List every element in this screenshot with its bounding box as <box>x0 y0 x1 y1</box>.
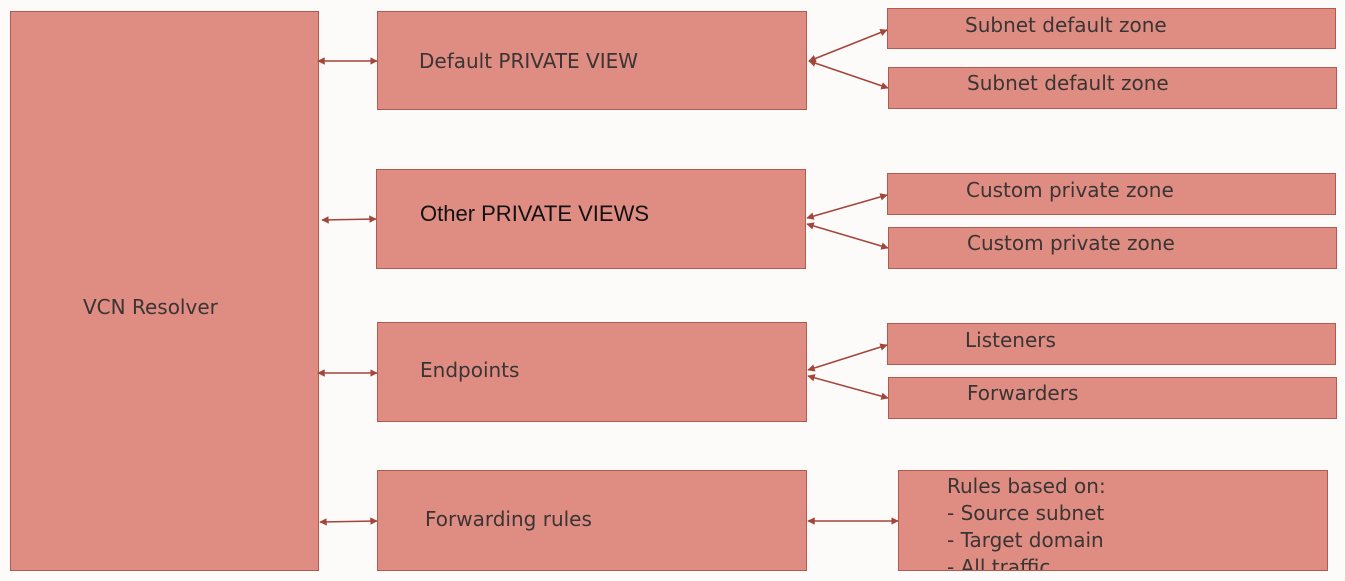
subnet-default-zone-box-2: Subnet default zone <box>888 67 1337 109</box>
subnet-default-zone-label-1: Subnet default zone <box>965 13 1167 37</box>
forwarding-rules-box: Forwarding rules <box>377 470 807 571</box>
arrow-other-views-custom-1 <box>806 193 888 220</box>
rules-item-target-domain: - Target domain <box>947 528 1104 552</box>
custom-private-zone-label-1: Custom private zone <box>966 178 1174 202</box>
vcn-resolver-box: VCN Resolver <box>10 11 319 571</box>
custom-private-zone-box-2: Custom private zone <box>888 227 1337 269</box>
default-private-view-label: Default PRIVATE VIEW <box>419 49 639 73</box>
endpoints-box: Endpoints <box>377 322 807 422</box>
rules-item-all-traffic: - All traffic <box>947 555 1051 571</box>
rules-box: Rules based on: - Source subnet - Target… <box>898 470 1328 571</box>
default-private-view-box: Default PRIVATE VIEW <box>377 11 807 110</box>
arrow-resolver-other-views <box>321 215 377 224</box>
other-private-views-label: Other PRIVATE VIEWS <box>420 201 650 226</box>
listeners-label: Listeners <box>965 328 1056 352</box>
rules-item-source-subnet: - Source subnet <box>947 501 1105 525</box>
vcn-resolver-label: VCN Resolver <box>83 295 218 319</box>
forwarding-rules-label: Forwarding rules <box>425 507 592 531</box>
rules-heading: Rules based on: <box>947 474 1106 498</box>
arrow-default-view-zone-2 <box>808 59 889 90</box>
listeners-box: Listeners <box>887 323 1336 365</box>
rules-list: Rules based on: - Source subnet - Target… <box>947 473 1106 571</box>
forwarders-box: Forwarders <box>888 377 1337 419</box>
custom-private-zone-box-1: Custom private zone <box>887 173 1336 215</box>
custom-private-zone-label-2: Custom private zone <box>967 231 1175 255</box>
arrow-resolver-forwarding-rules <box>319 517 378 526</box>
arrow-endpoints-forwarders <box>807 374 889 400</box>
arrow-default-view-zone-1 <box>808 29 888 62</box>
subnet-default-zone-box-1: Subnet default zone <box>887 8 1336 49</box>
other-private-views-box: Other PRIVATE VIEWS <box>376 169 806 269</box>
endpoints-label: Endpoints <box>420 358 520 382</box>
arrow-endpoints-listeners <box>807 343 888 372</box>
subnet-default-zone-label-2: Subnet default zone <box>967 71 1169 95</box>
arrow-other-views-custom-2 <box>806 222 889 250</box>
forwarders-label: Forwarders <box>967 381 1079 405</box>
